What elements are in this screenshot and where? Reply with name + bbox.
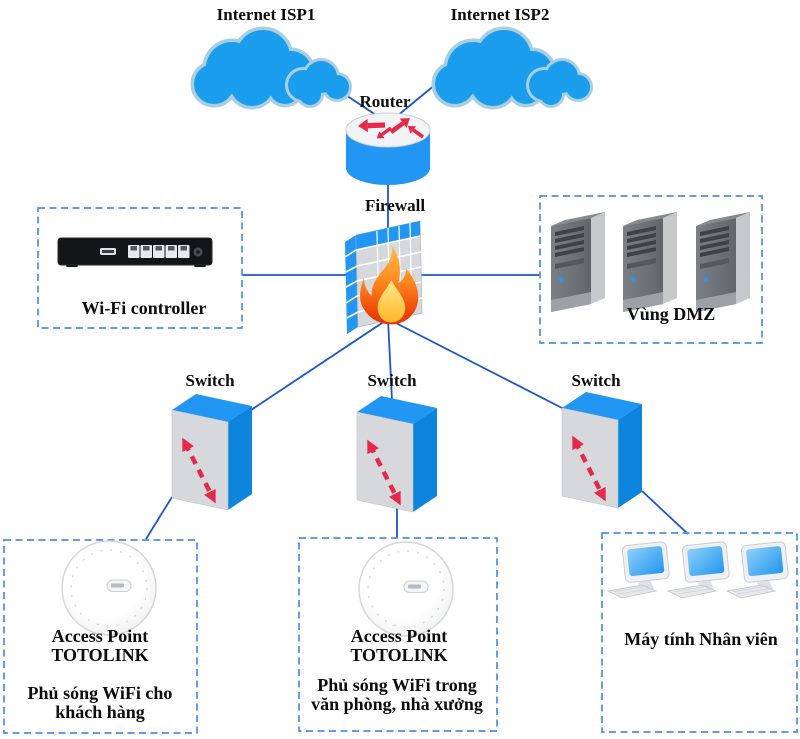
label-ap2-desc-line2: văn phòng, nhà xưởng	[311, 693, 483, 714]
computer-icon	[667, 540, 731, 599]
access-point1-icon	[61, 540, 157, 636]
label-router: Router	[359, 92, 411, 111]
label-computers: Máy tính Nhân viên	[624, 629, 778, 649]
firewall-icon	[344, 220, 423, 334]
label-switch2: Switch	[367, 371, 417, 390]
label-ap2-name-line1: Access Point	[350, 626, 448, 646]
cloud-icon-isp2	[435, 30, 590, 106]
access-point2-icon	[358, 541, 454, 637]
label-ap2-name: Access Point TOTOLINK	[350, 627, 447, 665]
router-icon	[345, 112, 431, 185]
computer-icon	[607, 540, 671, 599]
label-firewall: Firewall	[364, 196, 426, 215]
label-switch1: Switch	[185, 371, 235, 390]
label-isp1: Internet ISP1	[216, 5, 316, 24]
server-icon	[551, 212, 605, 312]
flame-icon	[360, 245, 419, 325]
label-ap1-desc-line1: Phủ sóng WiFi cho	[27, 683, 173, 703]
server-icon	[696, 212, 750, 312]
label-ap1-name-line1: Access Point	[51, 626, 149, 646]
label-ap2-desc-line1: Phủ sóng WiFi trong	[317, 675, 477, 695]
label-ap1-desc: Phủ sóng WiFi cho khách hàng	[28, 684, 173, 722]
label-ap1-name-line2: TOTOLINK	[51, 644, 149, 665]
label-switch3: Switch	[571, 371, 621, 390]
computer-icon	[726, 540, 790, 599]
server-icon	[623, 212, 677, 312]
link-firewall-switch2	[387, 318, 393, 401]
label-isp2: Internet ISP2	[450, 5, 550, 24]
label-ap2-desc: Phủ sóng WiFi trong văn phòng, nhà xưởng	[311, 676, 483, 714]
switch3-icon	[562, 392, 642, 508]
computers-box	[601, 532, 798, 733]
switch2-icon	[357, 396, 437, 512]
link-firewall-switch1	[229, 318, 389, 425]
wifi-controller-box	[37, 207, 243, 329]
ap1-box	[3, 539, 198, 734]
link-switch1-ap1	[145, 496, 173, 540]
cloud-icon-isp1	[194, 30, 349, 106]
label-ap1-desc-line2: khách hàng	[55, 701, 145, 722]
label-dmz: Vùng DMZ	[626, 304, 716, 324]
label-wifi-controller: Wi-Fi controller	[81, 298, 207, 318]
label-ap1-name: Access Point TOTOLINK	[51, 627, 148, 665]
ap2-box	[298, 537, 498, 732]
link-switch3-computers	[641, 490, 689, 535]
wifi-controller-icon	[57, 237, 213, 267]
link-firewall-switch3	[387, 318, 567, 411]
label-ap2-name-line2: TOTOLINK	[350, 644, 448, 665]
switch1-icon	[172, 394, 252, 510]
